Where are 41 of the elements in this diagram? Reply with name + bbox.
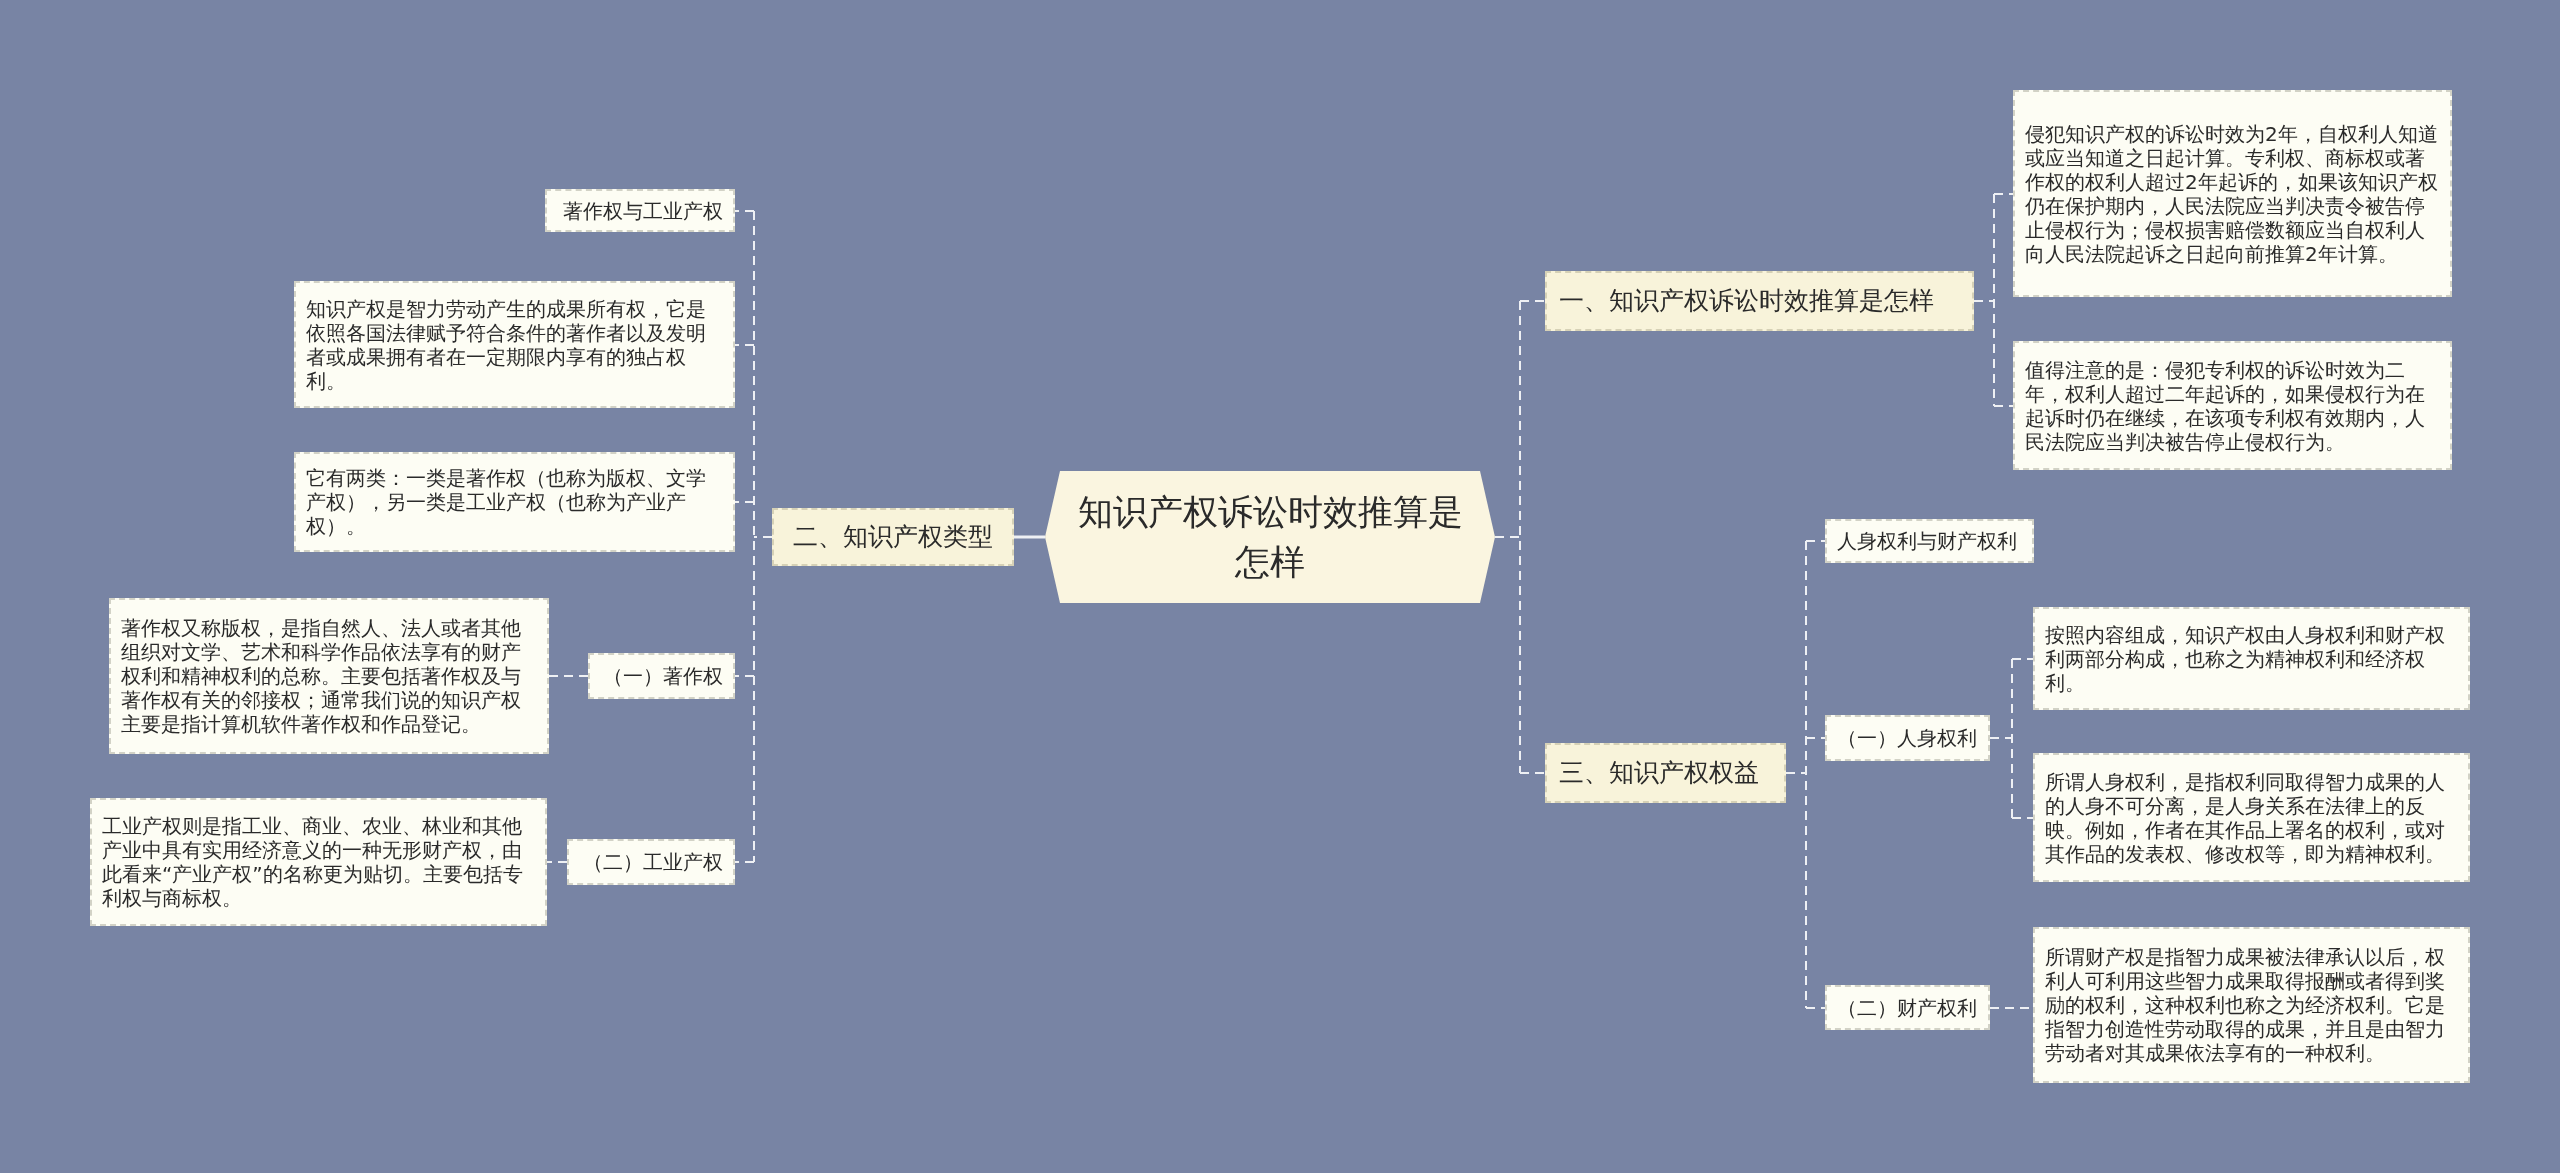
connector-line	[1519, 772, 1546, 774]
connector-line	[548, 675, 589, 677]
text-box: （一）人身权利	[1825, 715, 1990, 761]
text-box: （二）财产权利	[1825, 985, 1990, 1030]
connector-line	[734, 344, 755, 346]
topic-box: 三、知识产权权益	[1545, 743, 1786, 803]
connector-line	[1805, 1007, 1826, 1009]
text-box: 值得注意的是：侵犯专利权的诉讼时效为二年，权利人超过二年起诉的，如果侵权行为在起诉时仍在继续，在该项专利权有效期内，人民法院应当判决被告停止侵权行为。	[2013, 341, 2452, 470]
connector-line	[1805, 737, 1826, 739]
text-box: 它有两类：一类是著作权（也称为版权、文学产权），另一类是工业产权（也称为产业产权）。	[294, 452, 735, 552]
text-box: 按照内容组成，知识产权由人身权利和财产权利两部分构成，也称之为精神权利和经济权利。	[2033, 607, 2470, 710]
connector-line	[1989, 658, 2013, 819]
connector-line	[1805, 540, 1826, 542]
text-box: 著作权与工业产权	[545, 189, 735, 232]
connector-line	[734, 861, 755, 863]
text-box: 所谓财产权是指智力成果被法律承认以后，权利人可利用这些智力成果取得报酬或者得到奖励的权利，这种权利也称之为经济权利。它是指智力创造性劳动取得的成果，并且是由智力劳动者对其成果依法享有的一种权利。	[2033, 927, 2470, 1083]
text-box: （一）著作权	[588, 653, 735, 699]
text-box: 工业产权则是指工业、商业、农业、林业和其他产业中具有实用经济意义的一种无形财产权，由此看来“产业产权”的名称更为贴切。主要包括专利权与商标权。	[90, 798, 547, 926]
connector-line	[753, 210, 773, 863]
text-box: 著作权又称版权，是指自然人、法人或者其他组织对文学、艺术和科学作品依法享有的财产权利和精神权利的总称。主要包括著作权及与著作权有关的邻接权；通常我们说的知识产权主要是指计算机软件著作权和作品登记。	[109, 598, 549, 754]
connector-line	[734, 675, 755, 677]
connector-line	[734, 210, 755, 212]
topic-box: 二、知识产权类型	[772, 508, 1014, 566]
connector-line	[1519, 300, 1546, 302]
connector-line	[1014, 535, 1045, 539]
connector-line	[2011, 658, 2034, 660]
text-box: 所谓人身权利，是指权利同取得智力成果的人的人身不可分离，是人身关系在法律上的反映。例如，作者在其作品上署名的权利，或对其作品的发表权、修改权等，即为精神权利。	[2033, 753, 2470, 882]
connector-line	[734, 501, 755, 503]
text-box: 知识产权是智力劳动产生的成果所有权，它是依照各国法律赋予符合条件的著作者以及发明者或成果拥有者在一定期限内享有的独占权利。	[294, 281, 735, 408]
connector-line	[2011, 817, 2034, 819]
text-box: 侵犯知识产权的诉讼时效为2年，自权利人知道或应当知道之日起计算。专利权、商标权或著作权的权利人超过2年起诉的，如果该知识产权仍在保护期内，人民法院应当判决责令被告停止侵权行为；侵权损害赔偿数额应当自权利人向人民法院起诉之日起向前推算2年计算。	[2013, 90, 2452, 297]
text-box: （二）工业产权	[567, 839, 735, 885]
connector-line	[1494, 300, 1521, 774]
connector-line	[546, 861, 568, 863]
connector-line	[1993, 405, 2014, 407]
connector-line	[1993, 193, 2014, 195]
text-box: 人身权利与财产权利	[1825, 519, 2034, 563]
topic-box: 一、知识产权诉讼时效推算是怎样	[1545, 271, 1974, 331]
connector-line	[1785, 540, 1807, 1009]
hexagon-box: 知识产权诉讼时效推算是怎样	[1045, 471, 1495, 603]
connector-line	[1973, 193, 1995, 407]
